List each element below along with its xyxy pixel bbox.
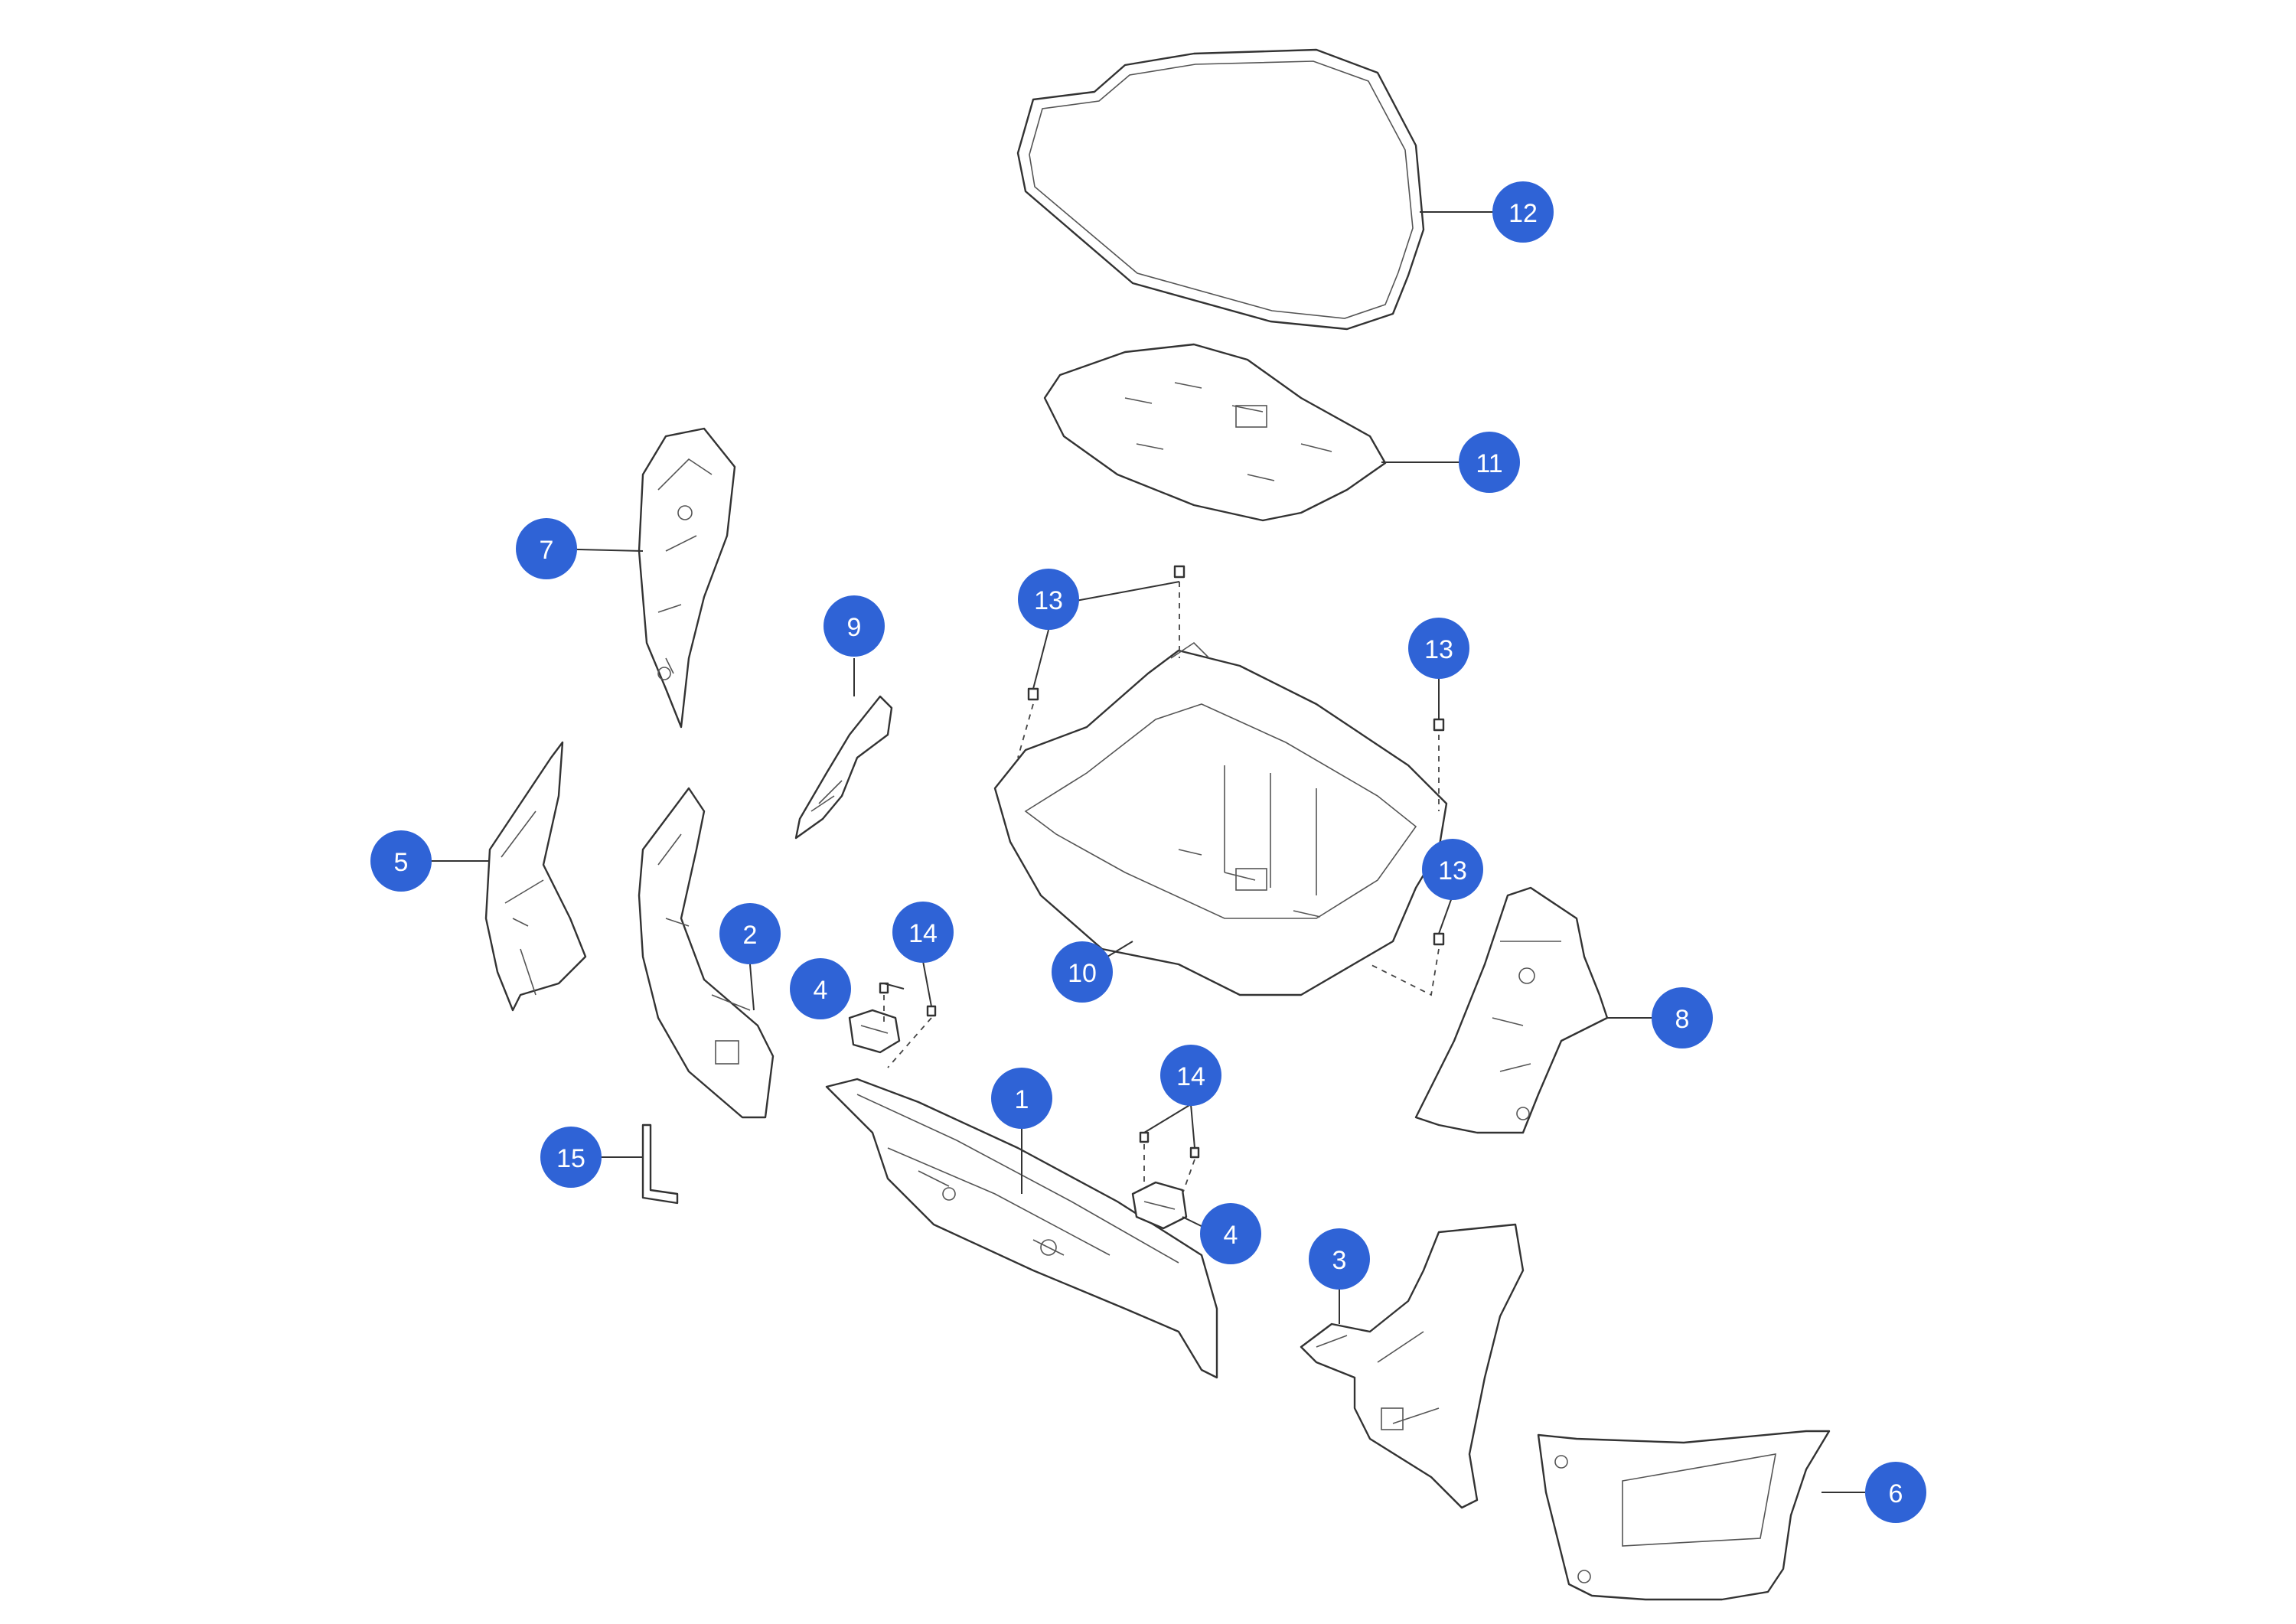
callout-13-lower: 13	[1422, 839, 1483, 900]
fastener-13-marks	[1017, 565, 1445, 996]
callout-1: 1	[991, 1068, 1052, 1129]
callout-6: 6	[1865, 1462, 1926, 1523]
callout-5: 5	[370, 830, 432, 892]
callout-4-upper: 4	[790, 958, 851, 1019]
part-10-storage-tub	[993, 641, 1448, 996]
callout-15: 15	[540, 1127, 602, 1188]
svg-text:5: 5	[394, 848, 409, 877]
callout-14-lower: 14	[1160, 1045, 1221, 1106]
svg-text:13: 13	[1034, 586, 1063, 615]
svg-text:3: 3	[1332, 1246, 1347, 1275]
svg-text:14: 14	[908, 919, 938, 948]
callout-3: 3	[1309, 1228, 1370, 1290]
svg-text:2: 2	[743, 921, 758, 950]
part-15-strip	[641, 1123, 679, 1205]
svg-text:8: 8	[1675, 1005, 1690, 1034]
svg-text:4: 4	[1224, 1221, 1238, 1250]
callout-13-top: 13	[1018, 569, 1079, 630]
callout-9: 9	[823, 595, 885, 657]
part-8-right-rear-panel	[1414, 886, 1609, 1134]
svg-text:7: 7	[540, 536, 554, 565]
callout-2: 2	[719, 903, 781, 964]
svg-text:4: 4	[814, 976, 828, 1005]
part-1-crossmember	[825, 1078, 1218, 1379]
part-2-left-pillar	[638, 787, 775, 1119]
svg-text:15: 15	[556, 1144, 585, 1173]
svg-text:6: 6	[1889, 1479, 1903, 1508]
part-3-right-pillar	[1300, 1223, 1525, 1509]
part-9-bracket	[794, 695, 893, 840]
svg-text:12: 12	[1508, 199, 1538, 228]
svg-text:1: 1	[1015, 1085, 1029, 1114]
callout-11: 11	[1459, 432, 1520, 493]
callout-12: 12	[1492, 181, 1554, 243]
svg-text:11: 11	[1476, 449, 1502, 478]
callout-8: 8	[1652, 987, 1713, 1048]
part-5-left-side-panel	[484, 741, 587, 1012]
svg-text:13: 13	[1424, 635, 1453, 664]
part-4-bracket-lower	[1131, 1181, 1188, 1230]
part-12-seal	[1016, 48, 1425, 331]
svg-text:13: 13	[1438, 856, 1467, 885]
callout-14-upper: 14	[892, 902, 954, 963]
part-7-left-upper-panel	[638, 427, 736, 729]
callout-13-right: 13	[1408, 618, 1469, 679]
callout-7: 7	[516, 518, 577, 579]
part-6-right-lower-trim	[1537, 1430, 1831, 1601]
part-11-floor-panel	[1043, 343, 1387, 522]
svg-text:14: 14	[1176, 1062, 1205, 1091]
svg-text:10: 10	[1068, 959, 1097, 988]
callout-10: 10	[1052, 941, 1113, 1003]
callout-4-lower: 4	[1200, 1203, 1261, 1264]
part-4-bracket-upper	[848, 1009, 901, 1054]
svg-text:9: 9	[847, 613, 862, 642]
